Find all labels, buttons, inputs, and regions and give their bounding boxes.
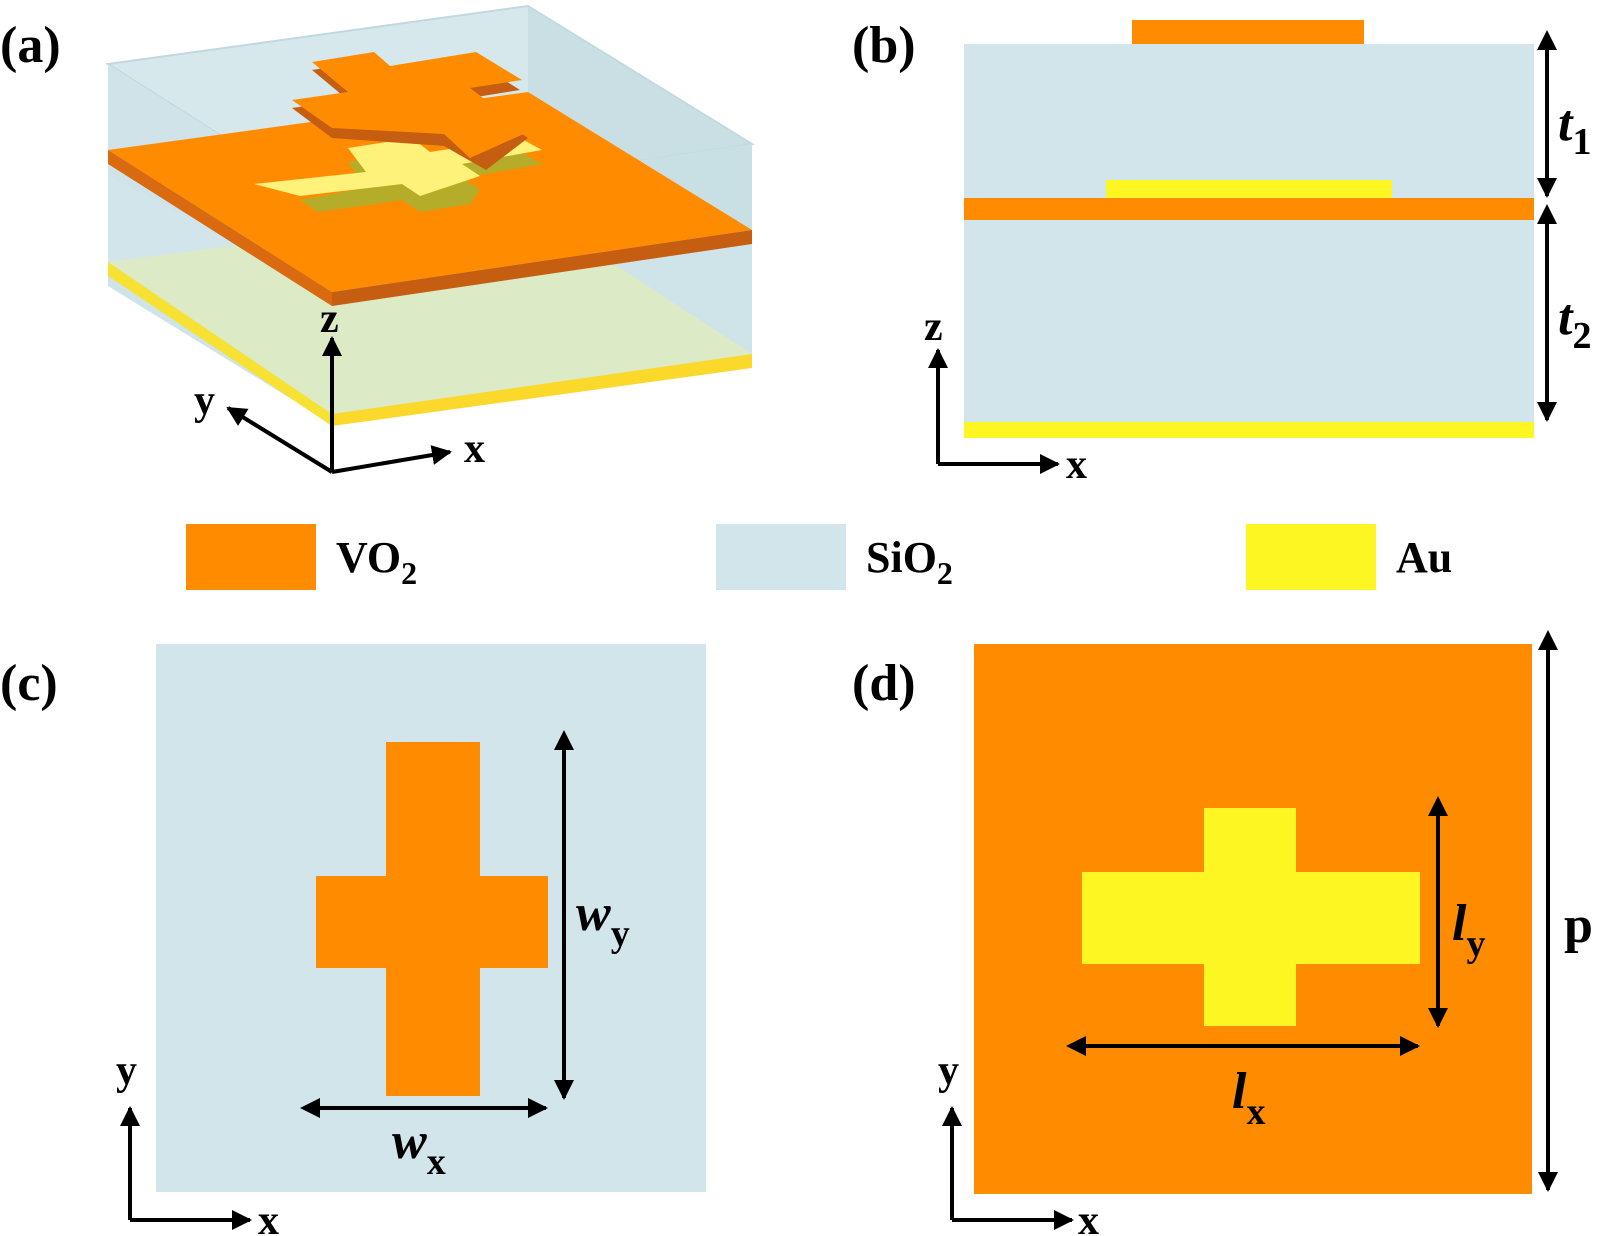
vo2-cross-3d bbox=[292, 52, 528, 170]
vo2-cross-top bbox=[316, 742, 548, 1096]
au-ground-strip bbox=[964, 422, 1534, 438]
panel-b-axes: z x bbox=[924, 304, 1087, 488]
panel-c-label: (c) bbox=[0, 655, 58, 712]
vo2-cross-horizontal-bar bbox=[316, 876, 548, 968]
sio2-lower-layer bbox=[964, 220, 1534, 422]
au-cross-horizontal-bar bbox=[1082, 872, 1420, 964]
panel-c: (c) wy wx y x bbox=[0, 644, 706, 1236]
legend-item-au: Au bbox=[1246, 524, 1452, 590]
lx-label: lx bbox=[1232, 1063, 1265, 1133]
panel-c-axis-y: y bbox=[116, 1048, 137, 1094]
panel-a-axes: z x y bbox=[194, 296, 485, 474]
t1-label: t1 bbox=[1558, 95, 1591, 163]
au-cross-top bbox=[1082, 808, 1420, 1026]
panel-d-axis-y: y bbox=[938, 1048, 959, 1094]
legend-swatch-au bbox=[1246, 524, 1376, 590]
panel-b-axis-z: z bbox=[924, 304, 943, 350]
legend: VO2 SiO2 Au bbox=[186, 524, 1452, 591]
wx-label: wx bbox=[392, 1113, 446, 1183]
au-ground-edge-right bbox=[332, 354, 752, 426]
t2-label: t2 bbox=[1558, 289, 1591, 357]
panel-a-axis-y: y bbox=[194, 378, 215, 424]
panel-b: (b) t1 t2 z x bbox=[852, 17, 1591, 488]
panel-d-axes: y x bbox=[938, 1048, 1099, 1236]
vo2-middle-layer bbox=[964, 198, 1534, 220]
legend-swatch-vo2 bbox=[186, 524, 316, 590]
panel-a: (a) z x y bbox=[0, 4, 755, 474]
panel-d-label: (d) bbox=[852, 655, 916, 712]
panel-a-label: (a) bbox=[0, 17, 61, 74]
au-strip bbox=[1106, 180, 1392, 198]
sio2-lower-front bbox=[108, 176, 752, 414]
panel-c-axes: y x bbox=[116, 1048, 279, 1236]
legend-swatch-sio2 bbox=[716, 524, 846, 590]
vo2-layer-edge-left bbox=[108, 150, 332, 306]
panel-a-axis-z: z bbox=[320, 296, 339, 342]
sio2-upper-layer bbox=[964, 44, 1534, 198]
au-ground-edge-left bbox=[108, 262, 332, 426]
vo2-layer-edge-right bbox=[332, 230, 752, 306]
legend-item-sio2: SiO2 bbox=[716, 524, 953, 591]
p-label: p bbox=[1564, 897, 1593, 954]
vo2-top-strip bbox=[1132, 20, 1364, 44]
wy-label: wy bbox=[576, 885, 630, 955]
legend-item-vo2: VO2 bbox=[186, 524, 417, 591]
legend-label-vo2: VO2 bbox=[336, 533, 417, 591]
panel-d-axis-x: x bbox=[1078, 1198, 1099, 1236]
panel-c-axis-x: x bbox=[258, 1198, 279, 1236]
legend-label-sio2: SiO2 bbox=[866, 533, 953, 591]
ly-label: ly bbox=[1452, 895, 1485, 965]
panel-a-axis-x: x bbox=[464, 426, 485, 472]
panel-b-axis-x: x bbox=[1066, 442, 1087, 488]
legend-label-au: Au bbox=[1396, 533, 1452, 582]
panel-b-label: (b) bbox=[852, 17, 916, 74]
panel-d: (d) ly lx p y x bbox=[852, 630, 1593, 1236]
